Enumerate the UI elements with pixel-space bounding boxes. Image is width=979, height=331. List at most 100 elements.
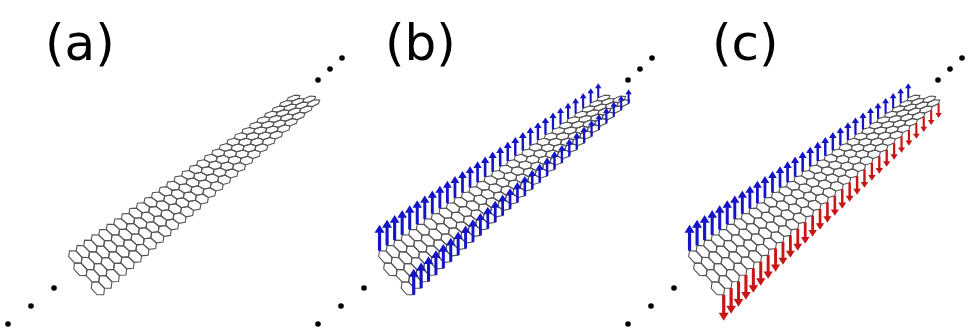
spin-arrow [466, 166, 475, 187]
spin-arrow [491, 201, 500, 223]
spin-arrow [852, 117, 859, 134]
continuation-dot [625, 321, 631, 327]
spin-arrow [551, 151, 559, 169]
spin-arrow [428, 191, 437, 214]
spin-arrow [565, 103, 572, 119]
hexagon-cell [161, 210, 174, 220]
hexagon-cell [466, 201, 479, 211]
spin-arrow [831, 196, 839, 216]
hexagon-cell [409, 230, 422, 241]
hexagon-cell [153, 216, 166, 227]
hexagon-cell [106, 269, 119, 281]
hexagon-cell [129, 208, 142, 218]
hexagon-cell [701, 257, 714, 269]
hexagon-cell [689, 251, 702, 264]
nanoribbon [625, 55, 965, 327]
hexagon-cell [144, 197, 157, 207]
hexagon-cell [439, 208, 452, 218]
hexagon-cell [114, 263, 127, 275]
spin-arrow [536, 164, 544, 183]
spin-arrow [749, 268, 759, 292]
hexagon-cell [159, 187, 172, 196]
spin-arrow [439, 244, 449, 268]
spin-arrow [476, 213, 485, 235]
spin-arrow [513, 182, 521, 202]
spin-arrow [786, 235, 795, 257]
hexagon-cell [126, 223, 139, 234]
hexagon-cell [736, 246, 749, 258]
spin-arrow [424, 256, 434, 281]
spin-arrow [521, 176, 529, 196]
spin-arrow [861, 169, 869, 187]
hexagon-cell [141, 212, 154, 222]
hexagon-cell [724, 241, 737, 252]
spin-arrow [506, 188, 514, 209]
spin-arrow [768, 171, 777, 193]
hexagon-cell [721, 258, 734, 270]
hexagon-cell [406, 246, 419, 258]
hexagon-cell [773, 216, 786, 227]
hexagon-cell [394, 240, 407, 252]
hexagon-cell [719, 276, 732, 289]
continuation-dot [327, 66, 333, 72]
hexagon-cell [416, 224, 429, 235]
hexagon-cell [119, 229, 132, 240]
spin-arrow [846, 183, 854, 202]
spin-arrow [823, 202, 831, 222]
hexagon-cell [182, 170, 195, 179]
hexagon-cell [763, 238, 776, 249]
spin-arrow [685, 225, 695, 251]
spin-arrow [498, 194, 507, 215]
hexagon-cell [478, 204, 491, 214]
continuation-dot [959, 55, 965, 61]
spin-arrow [511, 137, 519, 156]
hexagon-cell [166, 219, 179, 230]
hexagon-cell [776, 201, 789, 211]
hexagon-cell [292, 112, 305, 119]
continuation-dot [28, 303, 34, 309]
continuation-dot [648, 303, 654, 309]
hexagon-cell [484, 176, 497, 185]
spin-arrow [610, 102, 617, 117]
hexagon-cell [754, 218, 767, 229]
spin-arrow [741, 275, 751, 300]
spin-arrow [791, 156, 799, 176]
hexagon-cell [706, 270, 719, 283]
hexagon-cell [454, 197, 467, 207]
spin-arrow [596, 114, 603, 130]
spin-arrow [808, 216, 817, 237]
spin-arrow [906, 130, 913, 146]
spin-arrow [814, 142, 822, 161]
hexagon-cell [756, 244, 769, 256]
spin-arrow [543, 157, 551, 176]
continuation-dot [51, 285, 57, 291]
hexagon-cell [379, 251, 392, 264]
hexagon-cell [758, 228, 771, 239]
spin-arrow [734, 282, 744, 307]
hexagon-cell [786, 219, 799, 230]
continuation-dot [649, 55, 655, 61]
hexagon-cell [741, 214, 754, 224]
hexagon-cell [74, 263, 87, 276]
spin-arrow [443, 181, 452, 203]
hexagon-cell [396, 270, 409, 283]
spin-arrow [723, 200, 732, 224]
spin-arrow [783, 161, 791, 182]
hexagon-cell [469, 187, 482, 196]
hexagon-cell [91, 282, 104, 295]
hexagon-cell [923, 96, 936, 102]
hexagon-cell [176, 198, 189, 208]
spin-arrow [799, 152, 807, 172]
hexagon-cell [716, 246, 729, 258]
spin-arrow [821, 137, 829, 156]
hexagon-cell [174, 176, 187, 185]
hexagon-cell [138, 228, 151, 239]
hexagon-cell [446, 203, 459, 213]
spin-arrow [897, 88, 904, 103]
hexagon-cell [429, 229, 442, 240]
hexagon-cell [486, 198, 499, 208]
spin-arrow [913, 123, 920, 139]
hexagon-cell [778, 225, 791, 236]
spin-arrow [853, 176, 861, 195]
spin-arrow [405, 205, 415, 229]
